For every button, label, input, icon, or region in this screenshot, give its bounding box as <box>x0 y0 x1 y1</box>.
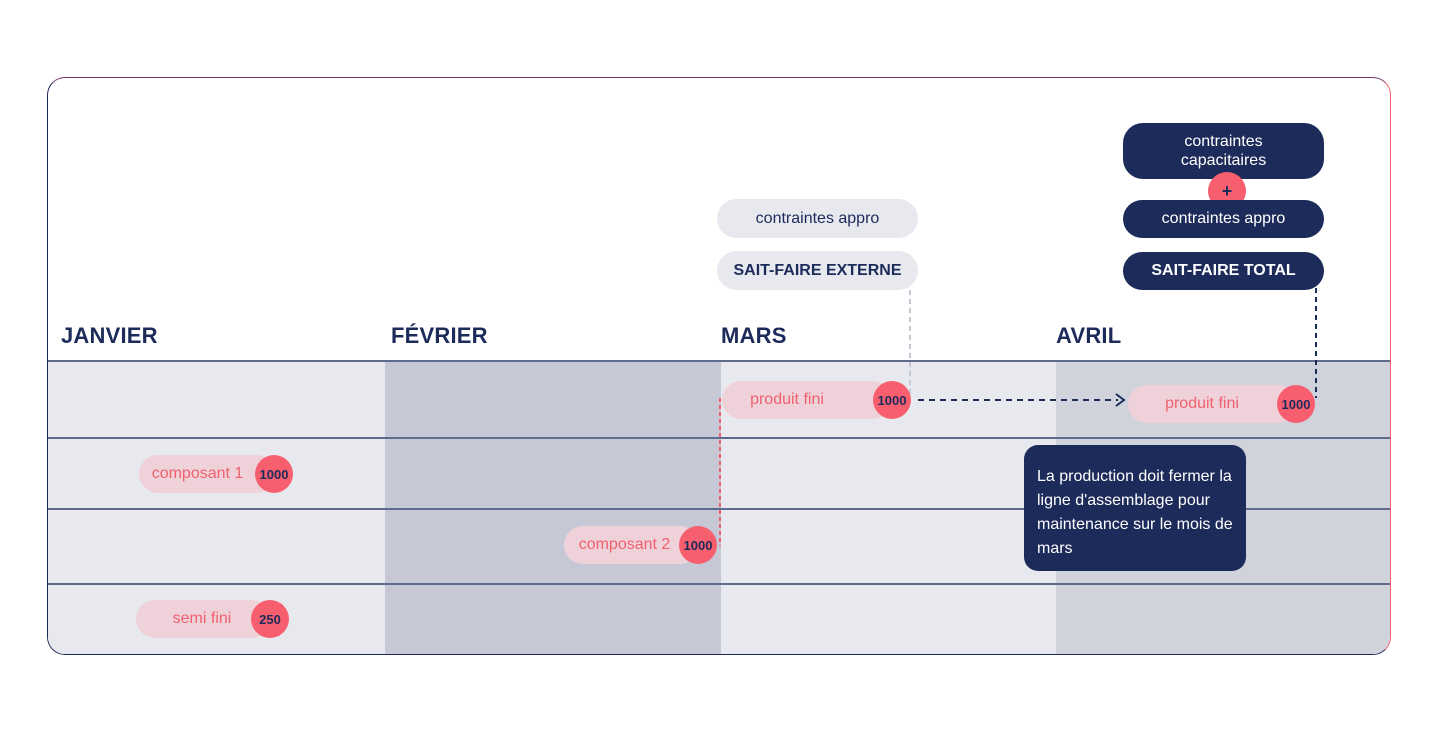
item-produit-fini-mars: produit fini <box>722 381 892 419</box>
constraint-appro-total: contraintes appro <box>1123 200 1324 238</box>
quantity-badge: 250 <box>251 600 289 638</box>
item-label: produit fini <box>1165 395 1239 412</box>
knowhow-total-pill: SAIT-FAIRE TOTAL <box>1123 252 1324 290</box>
constraint-appro-external: contraintes appro <box>717 199 918 238</box>
item-label: composant 1 <box>151 465 244 482</box>
row-divider <box>48 583 1390 585</box>
item-label: semi fini <box>172 610 232 627</box>
item-label: produit fini <box>750 391 824 408</box>
quantity-badge: 1000 <box>1277 385 1315 423</box>
maintenance-note: La production doit fermer la ligne d'ass… <box>1024 445 1246 571</box>
quantity-badge: 1000 <box>873 381 911 419</box>
item-composant-1: composant 1 <box>139 455 276 493</box>
column-fevrier <box>385 361 721 654</box>
quantity-badge: 1000 <box>679 526 717 564</box>
knowhow-external-pill: SAIT-FAIRE EXTERNE <box>717 251 918 290</box>
item-produit-fini-avril: produit fini <box>1128 385 1298 423</box>
month-fevrier: FÉVRIER <box>391 323 488 348</box>
quantity-badge: 1000 <box>255 455 293 493</box>
item-label: composant 2 <box>578 536 671 553</box>
row-divider <box>48 360 1390 362</box>
month-janvier: JANVIER <box>61 323 158 348</box>
month-mars: MARS <box>721 323 787 348</box>
row-divider <box>48 508 1390 510</box>
item-semi-fini: semi fini <box>136 600 271 638</box>
row-divider <box>48 437 1390 439</box>
constraint-capacity-pill: contraintes capacitaires <box>1123 123 1324 179</box>
item-composant-2: composant 2 <box>564 526 699 564</box>
month-avril: AVRIL <box>1056 323 1122 348</box>
